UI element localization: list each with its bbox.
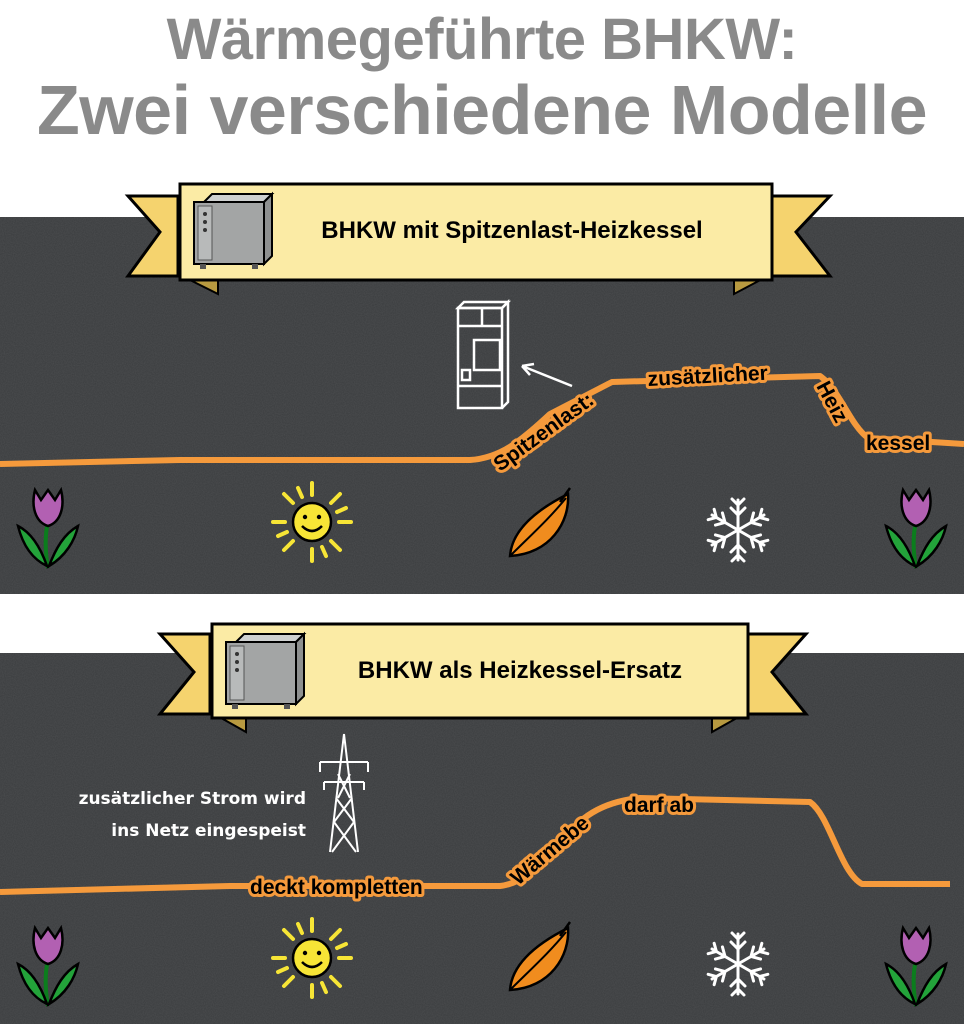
banner-label: BHKW mit Spitzenlast-Heizkessel bbox=[321, 217, 702, 244]
power-pylon-icon bbox=[319, 733, 369, 853]
panel-spitzenlast-graphic: BHKW mit Spitzenlast-Heizkessel Spitzenl… bbox=[0, 182, 964, 594]
grid-note-line1: zusätzlicher Strom wird bbox=[79, 789, 306, 809]
banner-label: BHKW als Heizkessel-Ersatz bbox=[358, 657, 682, 684]
banner: BHKW mit Spitzenlast-Heizkessel bbox=[124, 182, 834, 296]
curve-label-1: deckt kompletten bbox=[250, 876, 423, 899]
page-title-line1: Wärmegeführte BHKW: bbox=[166, 7, 798, 72]
bhkw-unit-icon bbox=[193, 193, 273, 270]
panel-spitzenlast: BHKW mit Spitzenlast-Heizkessel Spitzenl… bbox=[0, 180, 964, 594]
panel-heizkessel-ersatz: BHKW als Heizkessel-Ersatz zusätzlicher … bbox=[0, 622, 964, 1024]
sun-icon bbox=[271, 481, 353, 563]
panel-heizkessel-ersatz-graphic: BHKW als Heizkessel-Ersatz zusätzlicher … bbox=[0, 622, 964, 1024]
bhkw-unit-icon bbox=[225, 633, 305, 710]
heat-demand-curve bbox=[0, 373, 964, 467]
curve-label-4: kessel bbox=[866, 432, 930, 455]
boiler-icon bbox=[454, 298, 512, 410]
grid-note-line2: ins Netz eingespeist bbox=[111, 821, 306, 841]
page-title-line2: Zwei verschiedene Modelle bbox=[36, 71, 928, 149]
pointer-arrow bbox=[521, 364, 573, 388]
heat-demand-curve bbox=[0, 795, 950, 895]
curve-label-3: darf ab bbox=[624, 794, 694, 817]
banner: BHKW als Heizkessel-Ersatz bbox=[156, 622, 810, 734]
sun-icon bbox=[271, 917, 353, 999]
